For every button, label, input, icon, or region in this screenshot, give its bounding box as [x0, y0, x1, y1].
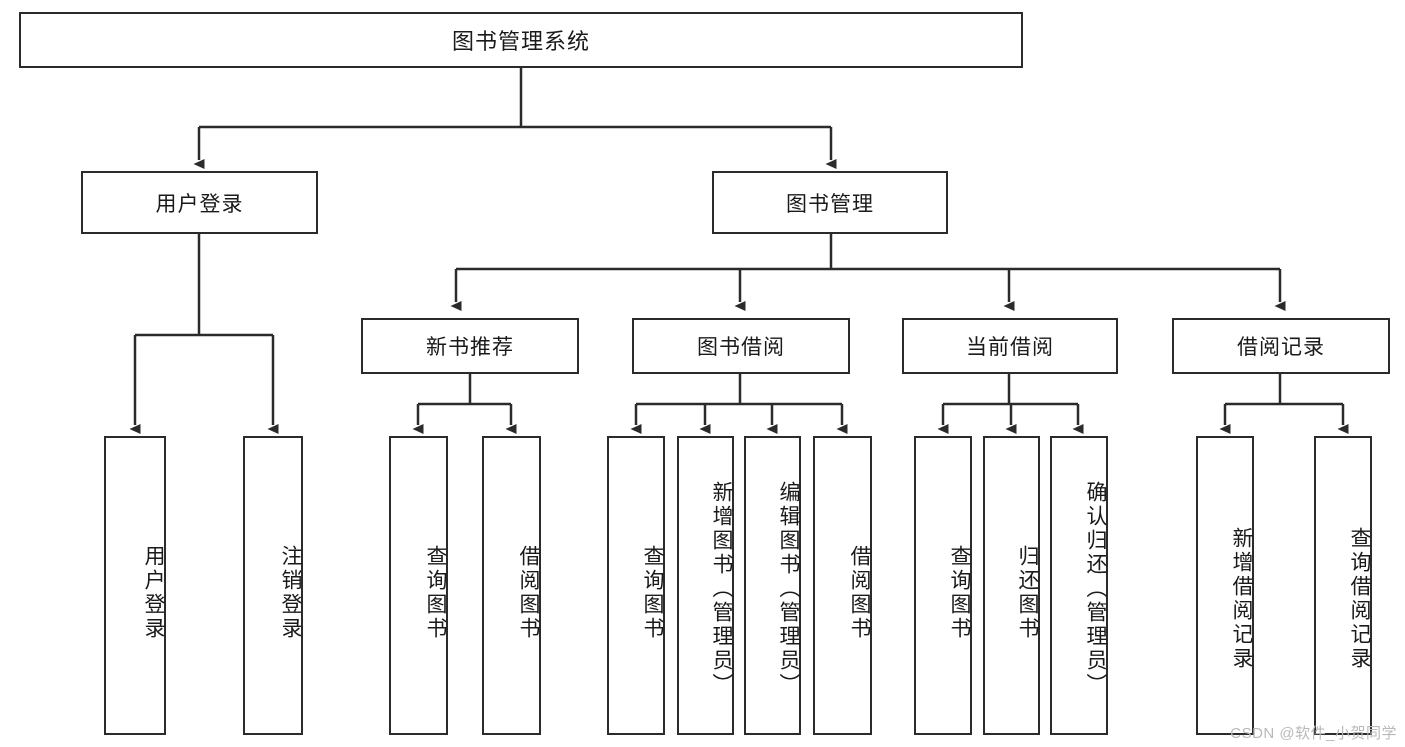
watermark: CSDN @软件_小贺同学 — [1230, 725, 1397, 742]
node-leaf-return-book[interactable]: 归还图书 — [983, 436, 1040, 735]
node-book-borrow[interactable]: 图书借阅 — [632, 318, 850, 374]
node-leaf-borrow-book-2[interactable]: 借阅图书 — [813, 436, 872, 735]
node-new-book-recommend[interactable]: 新书推荐 — [361, 318, 579, 374]
node-leaf-add-record[interactable]: 新增借阅记录 — [1196, 436, 1254, 735]
node-leaf-confirm-return[interactable]: 确认归还（管理员） — [1050, 436, 1108, 735]
node-leaf-query-record[interactable]: 查询借阅记录 — [1314, 436, 1372, 735]
node-leaf-borrow-book-1[interactable]: 借阅图书 — [482, 436, 541, 735]
node-book-manage[interactable]: 图书管理 — [712, 171, 948, 234]
node-user-login[interactable]: 用户登录 — [81, 171, 318, 234]
node-root[interactable]: 图书管理系统 — [19, 12, 1023, 68]
node-current-borrow[interactable]: 当前借阅 — [902, 318, 1118, 374]
node-leaf-user-login[interactable]: 用户登录 — [104, 436, 166, 735]
node-leaf-logout[interactable]: 注销登录 — [243, 436, 303, 735]
node-leaf-edit-book[interactable]: 编辑图书（管理员） — [744, 436, 801, 735]
node-leaf-query-book-3[interactable]: 查询图书 — [914, 436, 972, 735]
node-leaf-add-book[interactable]: 新增图书（管理员） — [677, 436, 734, 735]
node-leaf-query-book-2[interactable]: 查询图书 — [607, 436, 665, 735]
node-borrow-record[interactable]: 借阅记录 — [1172, 318, 1390, 374]
node-leaf-query-book-1[interactable]: 查询图书 — [389, 436, 448, 735]
